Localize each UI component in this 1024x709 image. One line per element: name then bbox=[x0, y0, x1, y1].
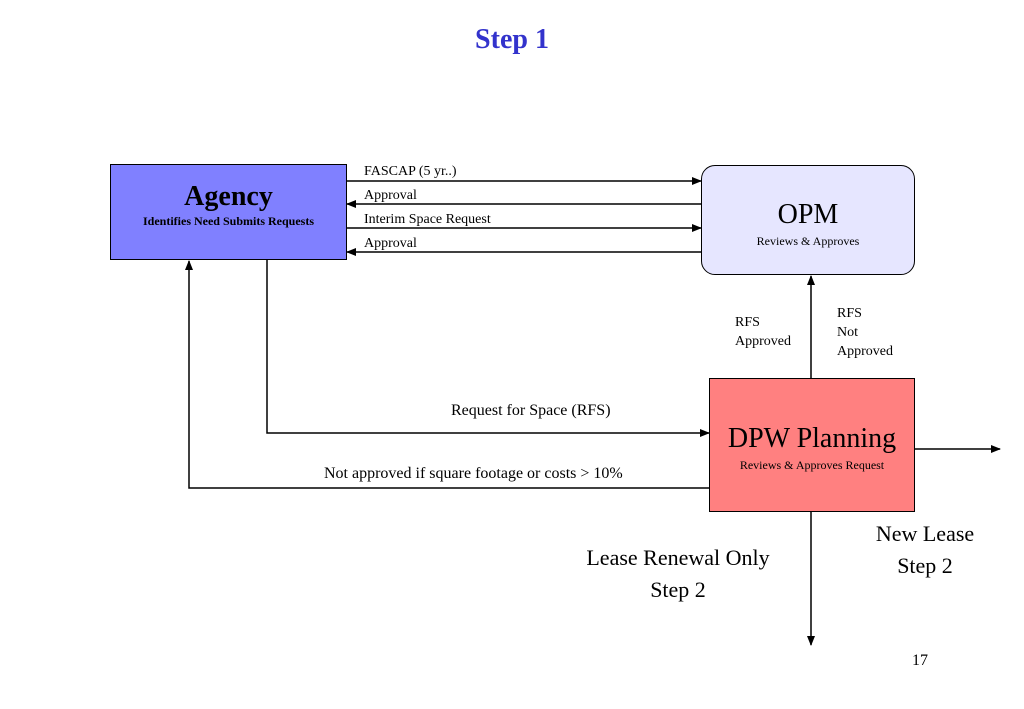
dpw-planning-box: DPW Planning Reviews & Approves Request bbox=[709, 378, 915, 512]
lease-renewal-label: Lease Renewal Only Step 2 bbox=[586, 545, 770, 602]
approval-label-1: Approval bbox=[364, 188, 417, 203]
dpw-subtitle: Reviews & Approves Request bbox=[739, 458, 885, 472]
opm-subtitle: Reviews & Approves bbox=[756, 234, 860, 248]
opm-box: OPM Reviews & Approves bbox=[701, 165, 915, 275]
slide-title: Step 1 bbox=[475, 24, 549, 55]
agency-subtitle: Identifies Need Submits Requests bbox=[142, 214, 314, 228]
opm-name: OPM bbox=[777, 199, 839, 230]
interim-request-label: Interim Space Request bbox=[364, 212, 491, 227]
not-approved-arrow bbox=[185, 260, 709, 489]
new-lease-label: New Lease Step 2 bbox=[875, 521, 975, 578]
not-approved-label: Not approved if square footage or costs … bbox=[324, 465, 623, 482]
request-for-space-label: Request for Space (RFS) bbox=[451, 402, 611, 419]
fascap-label: FASCAP (5 yr..) bbox=[364, 164, 457, 179]
dpw-name: DPW Planning bbox=[727, 423, 897, 454]
page-number: 17 bbox=[912, 652, 928, 669]
rfs-request-arrow bbox=[266, 260, 710, 437]
agency-name: Agency bbox=[184, 181, 273, 212]
rfs-approved-label: RFS Approved bbox=[735, 315, 791, 349]
approval-label-2: Approval bbox=[364, 236, 417, 251]
rfs-not-approved-label: RFS Not Approved bbox=[837, 306, 893, 359]
agency-box: Agency Identifies Need Submits Requests bbox=[110, 164, 347, 260]
